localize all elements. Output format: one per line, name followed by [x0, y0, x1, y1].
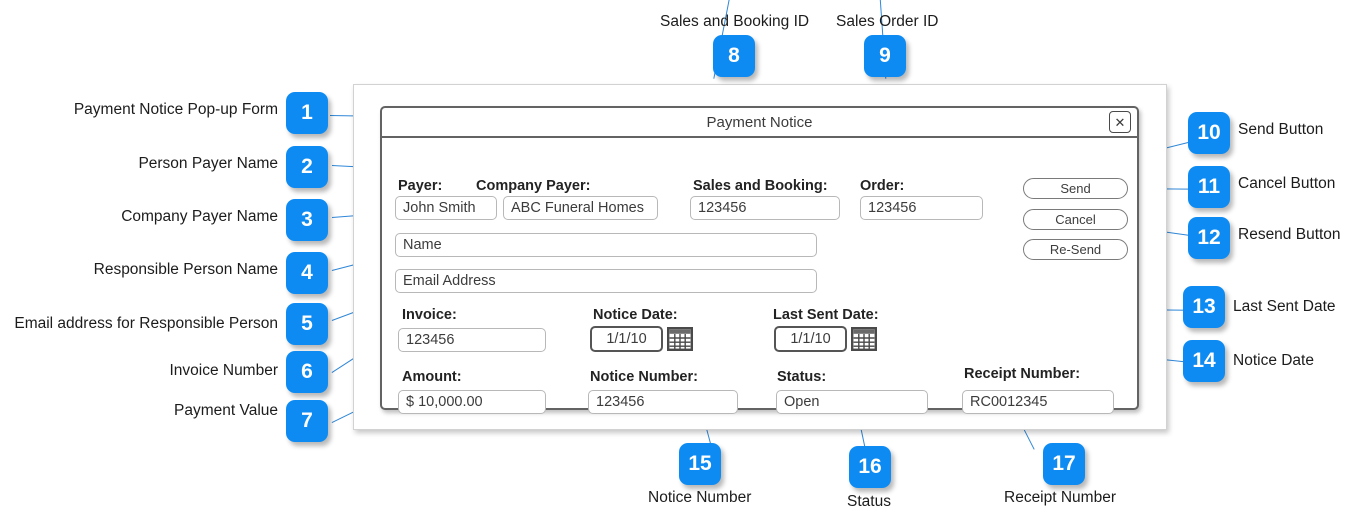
receipt-number-label: Receipt Number: — [964, 366, 1081, 382]
annotation-badge-12[interactable]: 12 — [1188, 217, 1230, 259]
annotation-label-13: Last Sent Date — [1233, 298, 1336, 315]
status-input[interactable]: Open — [776, 390, 928, 414]
notice-date-label: Notice Date: — [593, 307, 678, 323]
company-payer-input[interactable]: ABC Funeral Homes — [503, 196, 658, 220]
amount-label: Amount: — [402, 369, 462, 385]
annotation-badge-3[interactable]: 3 — [286, 199, 328, 241]
payer-input[interactable]: John Smith — [395, 196, 497, 220]
annotation-badge-5[interactable]: 5 — [286, 303, 328, 345]
annotation-label-14: Notice Date — [1233, 352, 1314, 369]
annotation-badge-8[interactable]: 8 — [713, 35, 755, 77]
annotation-label-4: Responsible Person Name — [93, 261, 278, 278]
notice-number-input[interactable]: 123456 — [588, 390, 738, 414]
annotation-label-10: Send Button — [1238, 121, 1324, 138]
annotation-label-5: Email address for Responsible Person — [14, 315, 278, 332]
close-icon[interactable]: ✕ — [1109, 111, 1131, 133]
send-button[interactable]: Send — [1023, 178, 1128, 199]
order-input[interactable]: 123456 — [860, 196, 983, 220]
annotation-label-17: Receipt Number — [1004, 489, 1116, 506]
annotation-badge-14[interactable]: 14 — [1183, 340, 1225, 382]
annotation-label-8: Sales and Booking ID — [660, 13, 810, 30]
annotation-label-9: Sales Order ID — [836, 13, 939, 30]
annotation-badge-13[interactable]: 13 — [1183, 286, 1225, 328]
notice-number-label: Notice Number: — [590, 369, 698, 385]
annotation-label-11: Cancel Button — [1238, 175, 1336, 192]
annotation-badge-6[interactable]: 6 — [286, 351, 328, 393]
cancel-button[interactable]: Cancel — [1023, 209, 1128, 230]
sales-booking-input[interactable]: 123456 — [690, 196, 840, 220]
responsible-person-name-input[interactable]: Name — [395, 233, 817, 257]
annotation-label-16: Status — [847, 493, 891, 510]
annotation-badge-11[interactable]: 11 — [1188, 166, 1230, 208]
annotation-label-7: Payment Value — [174, 402, 278, 419]
annotation-badge-17[interactable]: 17 — [1043, 443, 1085, 485]
calendar-icon[interactable] — [851, 327, 877, 351]
annotation-badge-15[interactable]: 15 — [679, 443, 721, 485]
annotation-badge-4[interactable]: 4 — [286, 252, 328, 294]
sales-booking-label: Sales and Booking: — [693, 178, 828, 194]
annotation-label-2: Person Payer Name — [138, 155, 278, 172]
annotation-label-12: Resend Button — [1238, 226, 1341, 243]
invoice-input[interactable]: 123456 — [398, 328, 546, 352]
dialog-body: Payer: Company Payer: Sales and Booking:… — [382, 138, 1137, 414]
company-payer-label: Company Payer: — [476, 178, 591, 194]
order-label: Order: — [860, 178, 905, 194]
annotation-badge-10[interactable]: 10 — [1188, 112, 1230, 154]
last-sent-date-input[interactable]: 1/1/10 — [774, 326, 847, 352]
payer-label: Payer: — [398, 178, 443, 194]
invoice-label: Invoice: — [402, 307, 457, 323]
annotation-label-1: Payment Notice Pop-up Form — [73, 101, 278, 118]
annotation-badge-16[interactable]: 16 — [849, 446, 891, 488]
annotation-label-6: Invoice Number — [169, 362, 278, 379]
resend-button[interactable]: Re-Send — [1023, 239, 1128, 260]
annotation-label-15: Notice Number — [648, 489, 752, 506]
receipt-number-input[interactable]: RC0012345 — [962, 390, 1114, 414]
annotation-badge-1[interactable]: 1 — [286, 92, 328, 134]
page-title: Payment Notice — [706, 113, 813, 131]
amount-input[interactable]: $ 10,000.00 — [398, 390, 546, 414]
annotation-badge-9[interactable]: 9 — [864, 35, 906, 77]
dialog-title-bar: Payment Notice ✕ — [382, 108, 1137, 138]
email-address-input[interactable]: Email Address — [395, 269, 817, 293]
annotation-badge-7[interactable]: 7 — [286, 400, 328, 442]
annotation-badge-2[interactable]: 2 — [286, 146, 328, 188]
annotation-label-3: Company Payer Name — [121, 208, 278, 225]
last-sent-date-label: Last Sent Date: — [773, 307, 879, 323]
status-label: Status: — [777, 369, 827, 385]
payment-notice-dialog: Payment Notice ✕ Payer: Company Payer: S… — [380, 106, 1139, 414]
calendar-icon[interactable] — [667, 327, 693, 351]
notice-date-input[interactable]: 1/1/10 — [590, 326, 663, 352]
